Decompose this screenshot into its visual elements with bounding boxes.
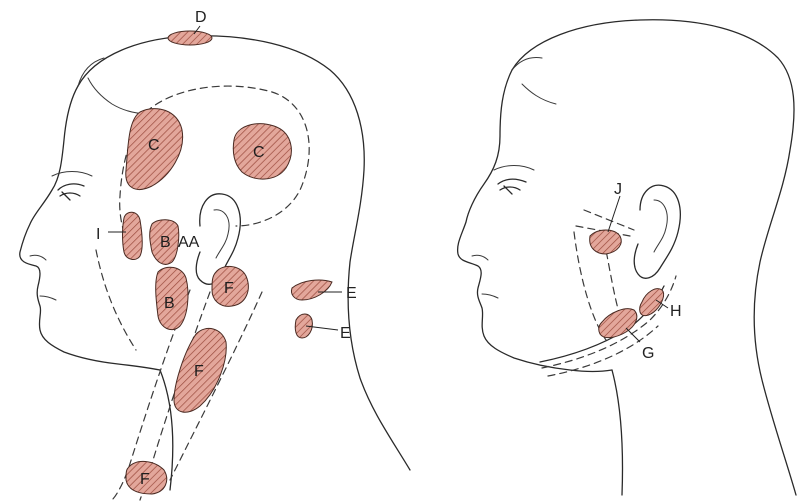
label-I: I [96, 226, 100, 243]
left-nostril [30, 255, 46, 260]
label-D: D [195, 9, 207, 26]
label-G: G [642, 345, 654, 362]
zone-E-upper [291, 280, 332, 300]
left-mouth [40, 296, 56, 300]
left-head: D C C I B AA B F F F E E [20, 9, 410, 500]
label-AA: AA [178, 234, 200, 251]
zone-D [168, 31, 212, 45]
right-head: J H G [458, 20, 796, 495]
right-hairline [512, 58, 556, 105]
label-E-lower: E [340, 325, 351, 342]
label-F-upper: F [224, 280, 234, 297]
left-hairline [78, 58, 150, 114]
label-E-upper: E [346, 285, 357, 302]
label-H: H [670, 303, 682, 320]
right-neck-front [612, 370, 623, 495]
label-B-lower: B [164, 295, 175, 312]
right-nostril [472, 255, 488, 260]
left-face-dashed-region [96, 250, 136, 350]
label-F-middle: F [194, 363, 204, 380]
zone-I [123, 212, 143, 259]
right-brow [494, 166, 534, 171]
left-eye [58, 184, 84, 200]
right-dashed-upper [584, 210, 634, 230]
right-mouth [482, 294, 498, 298]
right-head-outline [512, 20, 796, 495]
leader-J [608, 196, 620, 232]
label-J: J [614, 181, 622, 198]
label-F-lower: F [140, 471, 150, 488]
left-ear-inner [214, 210, 229, 258]
label-B-upper: B [160, 234, 171, 251]
right-ear-inner [654, 200, 667, 252]
right-eye [498, 179, 526, 194]
right-face-profile [458, 70, 612, 372]
right-ear [634, 185, 680, 278]
label-C-back: C [253, 144, 265, 161]
label-C-front: C [148, 137, 160, 154]
zone-J [590, 230, 622, 254]
leader-G [626, 328, 640, 342]
